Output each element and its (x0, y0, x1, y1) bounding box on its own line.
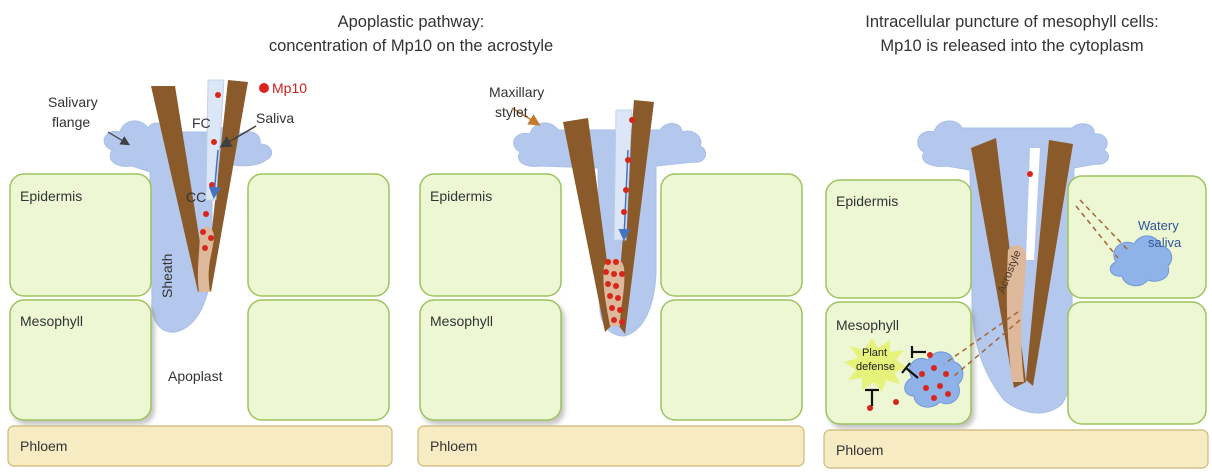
epidermis-cell-right (661, 174, 802, 296)
epidermis-label: Epidermis (20, 188, 82, 204)
epidermis-label: Epidermis (836, 193, 898, 209)
sheath-label: Sheath (159, 254, 175, 298)
mp10-dot (945, 391, 951, 397)
epidermis-label: Epidermis (430, 188, 492, 204)
mp10-dot (931, 395, 937, 401)
mp10-dot (621, 209, 627, 215)
mp10-dot (208, 235, 214, 241)
mp10-dot (613, 259, 619, 265)
plant-defense-label-2: defense (856, 361, 895, 373)
mesophyll-cell-right (661, 300, 802, 420)
panel-3: Acrostyle Plant defense (824, 121, 1208, 468)
mesophyll-cell-right (248, 300, 389, 420)
mp10-dot (611, 317, 617, 323)
mp10-dot (937, 383, 943, 389)
mp10-dot (611, 271, 617, 277)
center-title-line2: concentration of Mp10 on the acrostyle (269, 37, 553, 55)
salivary-flange-label-1: Salivary (48, 94, 98, 110)
mp10-dot (603, 269, 609, 275)
mp10-dot (927, 352, 933, 358)
mp10-dot (619, 271, 625, 277)
panel-1: Mp10 Salivary flange FC Saliva CC Sheath… (8, 80, 392, 466)
mp10-dot (931, 365, 937, 371)
mp10-dot (605, 281, 611, 287)
panel-2: Maxillary stylet Epidermis Mesophyll Phl… (418, 84, 804, 466)
mp10-dot (625, 157, 631, 163)
salivary-flange-label-2: flange (52, 114, 90, 130)
mp10-legend-dot (259, 83, 269, 93)
mp10-dot (629, 117, 635, 123)
epidermis-cell-right (248, 174, 389, 296)
fc-label: FC (192, 115, 211, 131)
center-title-line1: Apoplastic pathway: (338, 13, 485, 31)
mp10-dot (605, 259, 611, 265)
mp10-dot (1027, 171, 1033, 177)
watery-saliva-label-2: saliva (1148, 235, 1182, 250)
mesophyll-label: Mesophyll (20, 313, 83, 329)
cc-label: CC (186, 189, 206, 205)
mp10-dot (613, 283, 619, 289)
mp10-dot (211, 139, 217, 145)
mp10-dot (919, 371, 925, 377)
mp10-dot (615, 295, 621, 301)
maxillary-label-2: stylet (495, 104, 528, 120)
mp10-dot (923, 385, 929, 391)
mp10-dot (202, 245, 208, 251)
phloem-label: Phloem (836, 442, 883, 458)
mp10-dot (607, 293, 613, 299)
mp10-dot (623, 187, 629, 193)
mp10-dot (215, 92, 221, 98)
mp10-label: Mp10 (272, 80, 307, 96)
mp10-dot (609, 305, 615, 311)
phloem-label: Phloem (430, 438, 477, 454)
apoplast-label: Apoplast (168, 368, 223, 384)
mesophyll-label: Mesophyll (430, 313, 493, 329)
maxillary-label-1: Maxillary (489, 84, 544, 100)
mp10-dot (943, 371, 949, 377)
phloem-label: Phloem (20, 438, 67, 454)
mp10-dot (617, 307, 623, 313)
watery-saliva-label-1: Watery (1138, 218, 1179, 233)
mp10-dot (893, 399, 899, 405)
mesophyll-label: Mesophyll (836, 317, 899, 333)
mp10-dot (200, 229, 206, 235)
mp10-dot (619, 319, 625, 325)
right-title-line1: Intracellular puncture of mesophyll cell… (865, 13, 1158, 31)
plant-defense-label-1: Plant (862, 347, 887, 359)
mp10-dot (203, 211, 209, 217)
saliva-label: Saliva (256, 110, 294, 126)
right-title-line2: Mp10 is released into the cytoplasm (880, 37, 1143, 55)
mesophyll-cell-right (1068, 302, 1206, 424)
